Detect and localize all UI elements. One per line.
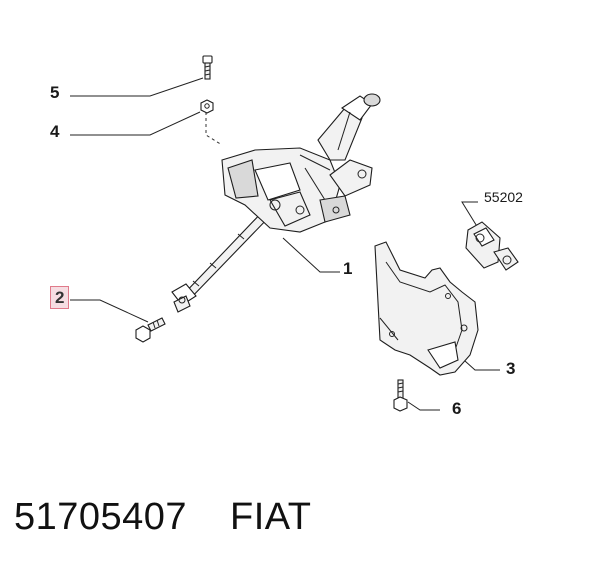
callout-6: 6 xyxy=(452,399,462,418)
callout-3: 3 xyxy=(506,359,516,378)
leader-line-6 xyxy=(407,401,440,411)
callout-4: 4 xyxy=(50,122,60,141)
part-6-bolt xyxy=(393,379,408,412)
part-2-screw xyxy=(135,317,166,343)
callout-2-highlighted: 2 xyxy=(50,286,70,309)
part-4-nut xyxy=(200,99,214,114)
leader-line-4 xyxy=(70,111,201,136)
leader-line-55202 xyxy=(461,201,479,229)
part-3-cover xyxy=(374,241,479,376)
part-1-steering-column xyxy=(171,93,381,313)
leader-lines xyxy=(70,77,500,411)
callout-55202: 55202 xyxy=(484,189,523,205)
callout-1: 1 xyxy=(343,259,353,278)
part-55202-switch xyxy=(465,221,519,271)
part-5-bolt xyxy=(202,55,213,80)
leader-line-2 xyxy=(70,299,149,323)
leader-line-1 xyxy=(282,237,340,273)
part-number: 51705407 xyxy=(14,496,188,538)
brand-name: FIAT xyxy=(230,496,312,538)
leader-line-5 xyxy=(70,77,204,97)
callout-5: 5 xyxy=(50,83,60,102)
assembly-dashed-line xyxy=(205,112,223,146)
